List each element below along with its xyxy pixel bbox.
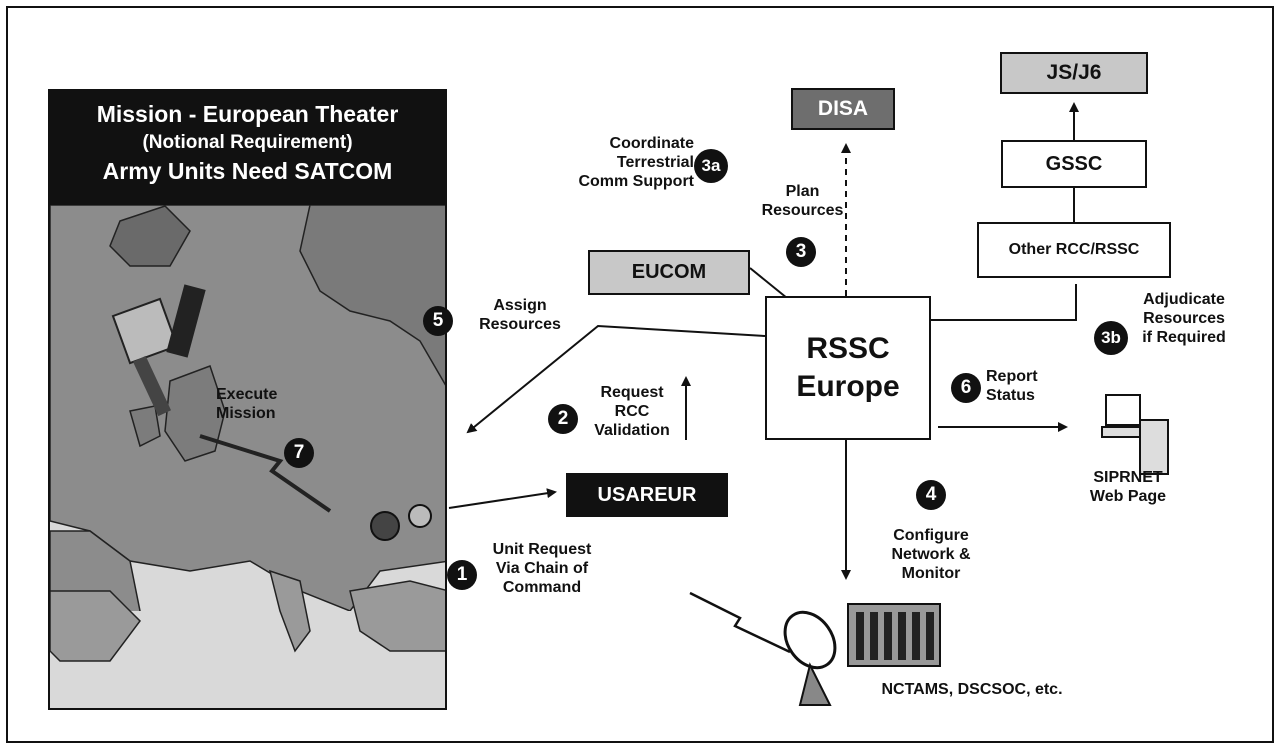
diagram-frame bbox=[6, 6, 1274, 743]
step-5-badge: 5 bbox=[423, 306, 453, 336]
map-title-line2: (Notional Requirement) bbox=[142, 132, 353, 153]
step-1-badge: 1 bbox=[447, 560, 477, 590]
step-5-label: Assign Resources bbox=[479, 297, 561, 333]
other-rcc-box: Other RCC/RSSC bbox=[977, 222, 1171, 278]
disa-box: DISA bbox=[791, 88, 895, 130]
execute-mission-label: Execute Mission bbox=[216, 386, 278, 422]
siprnet-label: SIPRNET Web Page bbox=[1089, 469, 1167, 505]
building-icon bbox=[847, 603, 941, 667]
js-j6-box: JS/J6 bbox=[1000, 52, 1148, 94]
step-6-label: Report Status bbox=[986, 368, 1038, 404]
eucom-box: EUCOM bbox=[588, 250, 750, 295]
rssc-europe-box: RSSC Europe bbox=[765, 296, 931, 440]
step-3-label: Plan Resources bbox=[761, 183, 844, 219]
step-3a-badge: 3a bbox=[694, 149, 728, 183]
soldier-icon bbox=[370, 511, 400, 541]
step-7-badge: 7 bbox=[284, 438, 314, 468]
map-title-block: Mission - European Theater (Notional Req… bbox=[50, 91, 445, 205]
gssc-box: GSSC bbox=[1001, 140, 1147, 188]
europe-map bbox=[50, 204, 445, 708]
rssc-line1: RSSC bbox=[806, 332, 890, 365]
step-3a-label: Coordinate Terrestrial Comm Support bbox=[578, 135, 694, 190]
europe-map-panel: Mission - European Theater (Notional Req… bbox=[48, 89, 447, 710]
map-title-line3: Army Units Need SATCOM bbox=[102, 158, 393, 184]
satellite-icon bbox=[111, 284, 206, 417]
step-2-label: Request RCC Validation bbox=[594, 384, 670, 439]
computer-icon bbox=[1101, 394, 1169, 475]
step-4-label: Configure Network & Monitor bbox=[891, 527, 971, 582]
field-antenna-icon bbox=[408, 504, 432, 528]
usareur-box: USAREUR bbox=[566, 473, 728, 517]
rssc-line2: Europe bbox=[796, 370, 900, 403]
step-3b-badge: 3b bbox=[1094, 321, 1128, 355]
step-6-badge: 6 bbox=[951, 373, 981, 403]
step-4-badge: 4 bbox=[916, 480, 946, 510]
lightning-icon bbox=[199, 434, 332, 513]
step-2-badge: 2 bbox=[548, 404, 578, 434]
map-title-line1: Mission - European Theater bbox=[96, 101, 399, 127]
satellite-dish-icon bbox=[783, 610, 837, 706]
step-3-badge: 3 bbox=[786, 237, 816, 267]
nctams-label: NCTAMS, DSCSOC, etc. bbox=[881, 681, 1063, 698]
step-1-label: Unit Request Via Chain of Command bbox=[492, 541, 592, 596]
step-3b-label: Adjudicate Resources if Required bbox=[1142, 291, 1226, 346]
